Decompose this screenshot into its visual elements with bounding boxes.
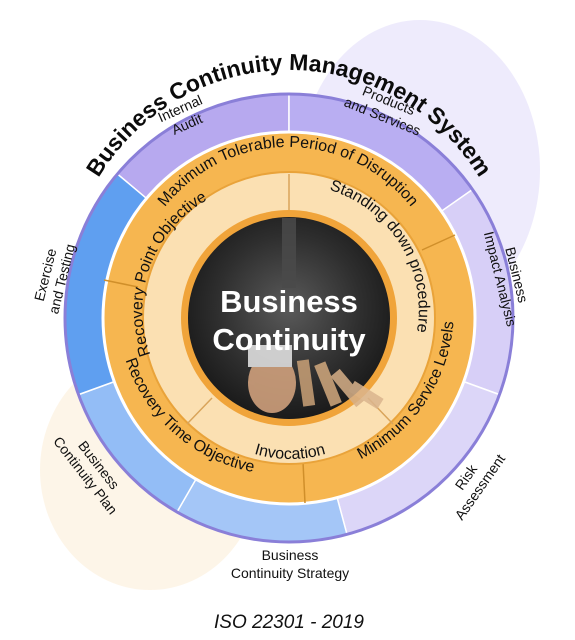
- inner-divider: [186, 397, 213, 425]
- label-invocation-text: Invocation: [253, 441, 327, 463]
- center-title-line2: Continuity: [212, 322, 366, 357]
- outer-label-line: Continuity Strategy: [231, 565, 349, 581]
- shirt-cuff: [248, 345, 292, 367]
- middle-ring-dividers: [103, 234, 456, 504]
- footer-standard: ISO 22301 - 2019: [214, 612, 364, 633]
- domino: [330, 368, 366, 408]
- tie: [282, 218, 296, 288]
- outer-label-bc-strategy: Business Continuity Strategy: [231, 547, 349, 581]
- domino: [296, 359, 316, 407]
- middle-divider: [302, 461, 306, 504]
- outer-rim: [63, 92, 515, 544]
- outer-label-line: Business: [262, 547, 319, 563]
- center-image: [188, 217, 390, 419]
- domino-illustration: [248, 218, 384, 413]
- domino: [348, 380, 384, 410]
- domino: [314, 361, 342, 407]
- center-title-line1: Business: [220, 284, 358, 319]
- hand: [248, 353, 296, 413]
- middle-divider: [103, 279, 139, 288]
- middle-divider: [421, 234, 456, 251]
- label-invocation: Invocation: [253, 441, 327, 463]
